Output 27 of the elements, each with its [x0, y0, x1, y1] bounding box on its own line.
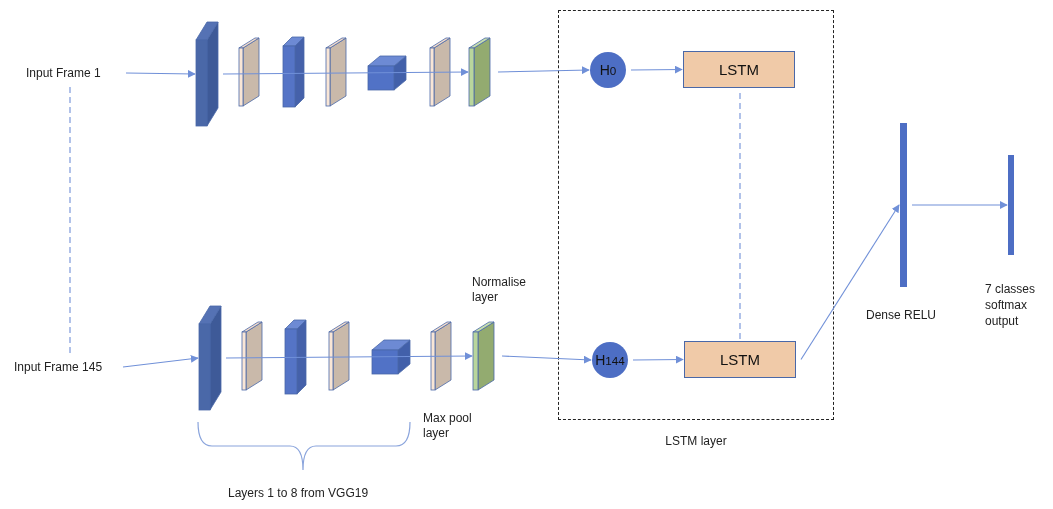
arrow: [800, 204, 900, 361]
input-label: Input Frame 145: [14, 358, 118, 376]
layer-slab: [199, 306, 221, 410]
arrow: [125, 69, 196, 78]
arrow: [222, 68, 469, 77]
dense-layer-bar: [1008, 155, 1014, 255]
layer-note: Normalise layer: [472, 275, 527, 305]
arrow: [630, 65, 683, 74]
layer-caption: Dense RELU: [866, 307, 938, 323]
layer-note: Layers 1 to 8 from VGG19: [228, 486, 370, 501]
arrow: [632, 355, 684, 364]
layer-caption: 7 classes softmax output: [985, 281, 1037, 329]
layer-note: Max pool layer: [423, 411, 473, 441]
dense-layer-bar: [900, 123, 907, 287]
connector-line: [739, 92, 741, 340]
layer-slab: [196, 22, 218, 126]
group-title: LSTM layer: [664, 434, 728, 449]
arrow: [911, 201, 1008, 209]
arrow: [225, 352, 473, 361]
lstm-box: LSTM: [684, 341, 796, 378]
lstm-box: LSTM: [683, 51, 795, 88]
layer-slab: [473, 322, 497, 390]
arrow: [122, 354, 199, 368]
input-label: Input Frame 1: [26, 64, 121, 82]
layer-slab: [469, 38, 493, 106]
arrow: [501, 355, 592, 364]
arrow: [497, 66, 590, 75]
